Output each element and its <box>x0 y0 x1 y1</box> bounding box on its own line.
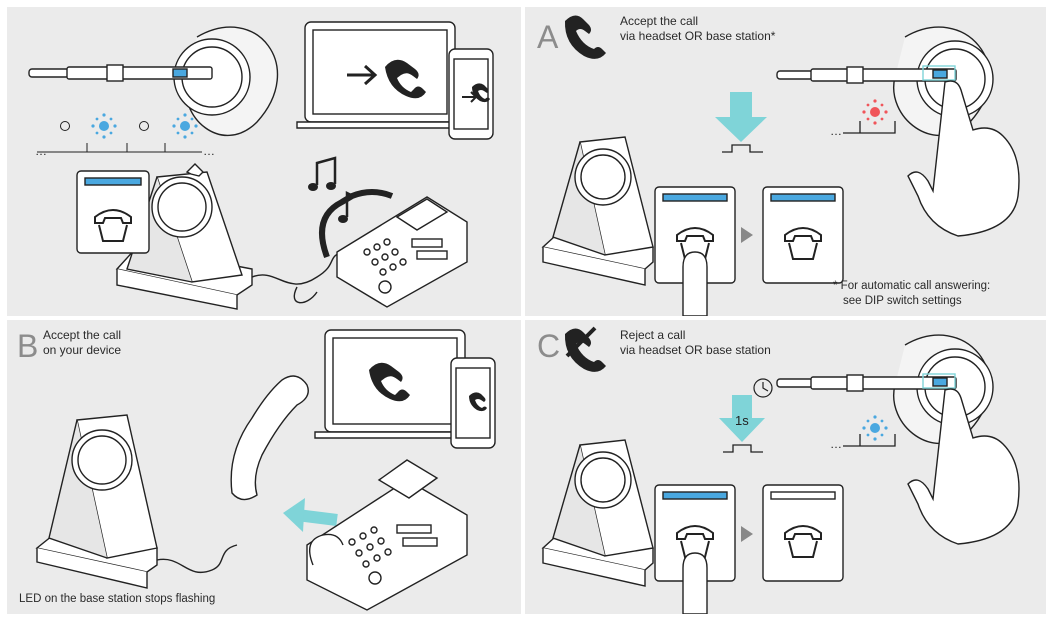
timer-icon <box>754 379 772 397</box>
smartphone-icon <box>449 49 493 139</box>
base-led-after <box>763 187 843 283</box>
phone-handset-icon <box>231 376 308 500</box>
hand-icon <box>683 553 707 614</box>
laptop-icon <box>297 22 463 128</box>
next-arrow-icon <box>741 227 753 243</box>
accept-on-device-illustration <box>7 320 521 614</box>
laptop-icon <box>315 330 473 438</box>
hand-icon <box>683 252 707 316</box>
hold-duration-label: 1s <box>735 413 749 428</box>
led-blue-icon <box>91 113 116 138</box>
press-arrow-icon <box>715 92 767 152</box>
base-station-icon <box>117 164 342 309</box>
base-station-icon <box>543 137 653 285</box>
led-red-icon <box>862 99 887 124</box>
reject-call-illustration: … <box>525 320 1046 614</box>
title-line-2: on your device <box>43 343 121 358</box>
incoming-call-illustration: … … <box>7 7 521 316</box>
next-arrow-icon <box>741 526 753 542</box>
reject-call-icon <box>565 328 606 372</box>
led-status-note: LED on the base station stops flashing <box>19 593 215 605</box>
led-blue-icon <box>862 415 887 440</box>
footnote-line-1: * For automatic call answering: <box>833 279 990 294</box>
footnote: * For automatic call answering: see DIP … <box>833 279 990 309</box>
title-line-1: Accept the call <box>43 328 121 343</box>
desk-phone-icon <box>294 192 467 307</box>
title-line-1: Accept the call <box>620 14 775 29</box>
title-line-2: via headset OR base station* <box>620 29 775 44</box>
smartphone-icon <box>451 358 495 448</box>
step-title: Reject a call via headset OR base statio… <box>620 328 771 358</box>
accept-call-illustration: … <box>525 7 1046 316</box>
panel-reject-call: C … <box>525 320 1046 614</box>
step-title: Accept the call via headset OR base stat… <box>620 14 775 44</box>
svg-text:…: … <box>830 124 842 138</box>
title-line-1: Reject a call <box>620 328 771 343</box>
desk-phone-icon <box>307 460 467 610</box>
led-blink-sequence: … … <box>35 113 215 158</box>
panel-accept-call-headset: A … <box>525 7 1046 316</box>
panel-accept-call-device: B <box>7 320 521 614</box>
title-line-2: via headset OR base station <box>620 343 771 358</box>
incoming-call-panel: … … <box>7 7 521 316</box>
svg-text:…: … <box>35 144 47 158</box>
led-blue-icon <box>172 113 197 138</box>
headset-icon <box>29 27 277 135</box>
svg-text:…: … <box>830 437 842 451</box>
svg-text:…: … <box>203 144 215 158</box>
step-title: Accept the call on your device <box>43 328 121 358</box>
base-led-callout <box>77 171 149 253</box>
lift-arrowhead-icon <box>283 498 305 532</box>
base-led-after <box>763 485 843 581</box>
phone-handset-icon <box>565 15 606 58</box>
footnote-line-2: see DIP switch settings <box>833 294 990 309</box>
base-station-icon <box>37 415 237 588</box>
base-station-icon <box>543 440 653 586</box>
